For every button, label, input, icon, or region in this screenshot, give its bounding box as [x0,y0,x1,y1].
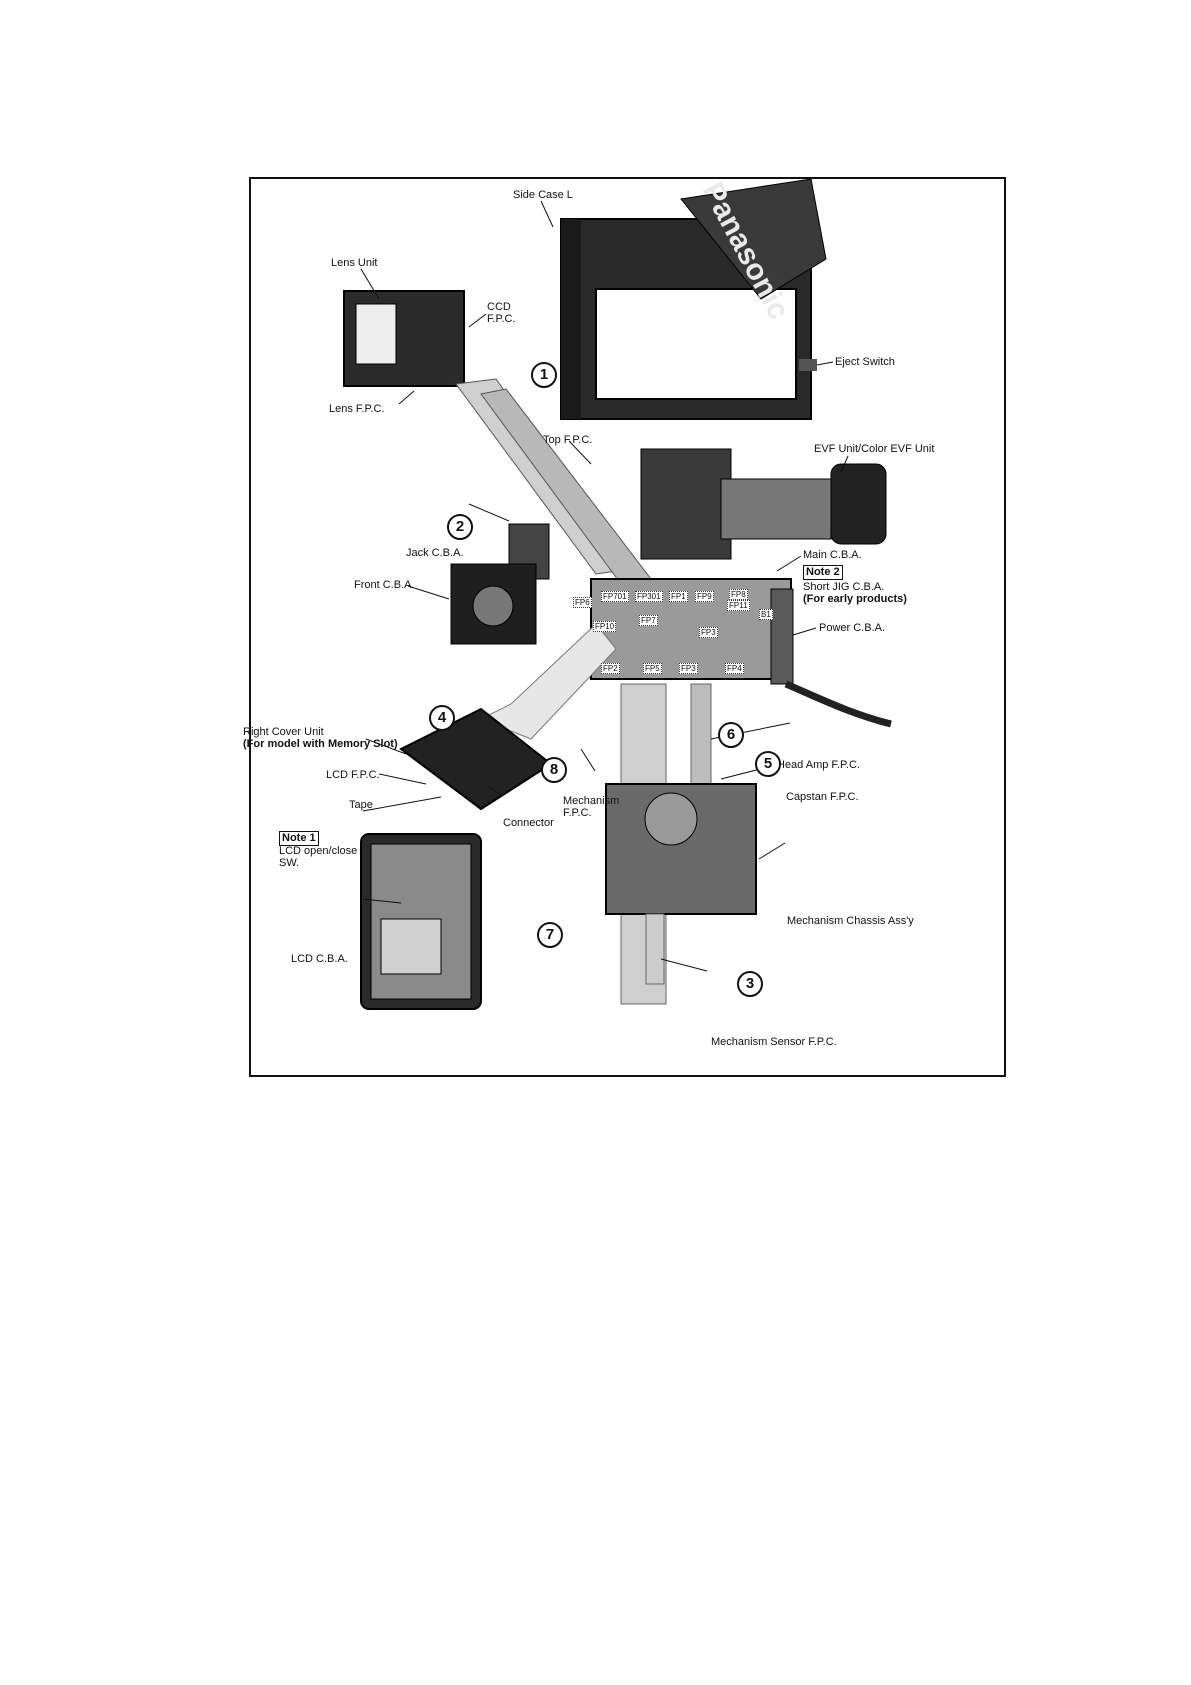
callout-number-5: 5 [755,751,781,777]
label-memory-slot: (For model with Memory Slot) [243,738,398,750]
power-cord [784,680,892,728]
figure-frame: Panasonic Side Case L Lens Unit CCD F.P.… [243,177,1006,1077]
front-cba-dial [472,585,514,627]
label-evf-unit: EVF Unit/Color EVF Unit [814,443,935,455]
label-right-cover-unit: Right Cover Unit [243,726,324,738]
callout-number-2: 2 [447,514,473,540]
mechanism-drum [644,792,698,846]
label-note-1: Note 1 [279,831,319,846]
label-mechanism-fpc-2: F.P.C. [563,807,592,819]
hand-strap [680,179,827,300]
lcd-cba-shield [380,918,442,975]
label-lcd-switch-1: LCD open/close [279,845,358,857]
lens-unit-face [355,303,397,365]
fp-tag: FP8 [729,589,748,600]
fp-tag: B1 [759,609,773,620]
note-2-box: Note 2 [803,565,843,580]
label-front-cba: Front C.B.A. [354,579,415,591]
label-side-case-l: Side Case L [513,189,573,201]
label-lens-fpc: Lens F.P.C. [329,403,385,415]
fp-tag: FP6 [573,597,592,608]
fp-tag: FP701 [601,591,629,602]
fp-tag: FP301 [635,591,663,602]
callout-number-8: 8 [541,757,567,783]
power-cba [770,588,794,685]
mechanism-sensor-fpc [645,913,665,985]
fp-tag: FP9 [695,591,714,602]
label-main-cba: Main C.B.A. [803,549,862,561]
label-mechanism-chassis: Mechanism Chassis Ass'y [787,915,914,927]
fp-tag: FP5 [643,663,662,674]
eject-switch-body [799,359,817,371]
label-connector: Connector [503,817,554,829]
label-tape: Tape [349,799,373,811]
label-head-amp-fpc: Head Amp F.P.C. [777,759,860,771]
label-lcd-fpc: LCD F.P.C. [326,769,380,781]
fp-tag: FP3 [699,627,718,638]
callout-number-1: 1 [531,362,557,388]
side-case-l-window [595,288,797,400]
callout-number-3: 3 [737,971,763,997]
fp-tag: FP11 [727,600,750,611]
top-fpc-bracket [640,448,732,560]
label-top-fpc: Top F.P.C. [543,434,593,446]
cable-5 [690,683,712,795]
leader-lines [360,200,849,972]
label-ccd-fpc-2: F.P.C. [487,313,516,325]
callout-number-4: 4 [429,705,455,731]
callout-number-6: 6 [718,722,744,748]
label-lens-unit: Lens Unit [331,257,378,269]
fp-tag: FP3 [679,663,698,674]
cable-4 [479,623,617,740]
label-mechanism-sensor-fpc: Mechanism Sensor F.P.C. [711,1036,837,1048]
callout-number-7: 7 [537,922,563,948]
fp-tag: FP1 [669,591,688,602]
label-capstan-fpc: Capstan F.P.C. [786,791,859,803]
side-case-l-top-edge [561,219,581,419]
fp-tag: FP4 [725,663,744,674]
disassembly-illustration [343,179,892,1010]
label-ccd-fpc-1: CCD [487,301,511,313]
fp-tag: FP10 [593,621,617,632]
label-short-jig: Short JIG C.B.A. [803,581,885,593]
label-lcd-switch-2: SW. [279,857,300,869]
note-1-box: Note 1 [279,831,319,846]
label-note-2: Note 2 [803,565,843,580]
fp-tag: FP7 [639,615,658,626]
evf-eyecup [830,463,887,545]
label-mechanism-fpc-1: Mechanism [563,795,620,807]
evf-unit-body [720,478,832,540]
label-eject-switch: Eject Switch [835,356,895,368]
fp-tag: FP2 [601,663,620,674]
label-jack-cba: Jack C.B.A. [406,547,464,559]
label-power-cba: Power C.B.A. [819,622,886,634]
label-lcd-cba: LCD C.B.A. [291,953,348,965]
label-early-products: (For early products) [803,593,907,605]
